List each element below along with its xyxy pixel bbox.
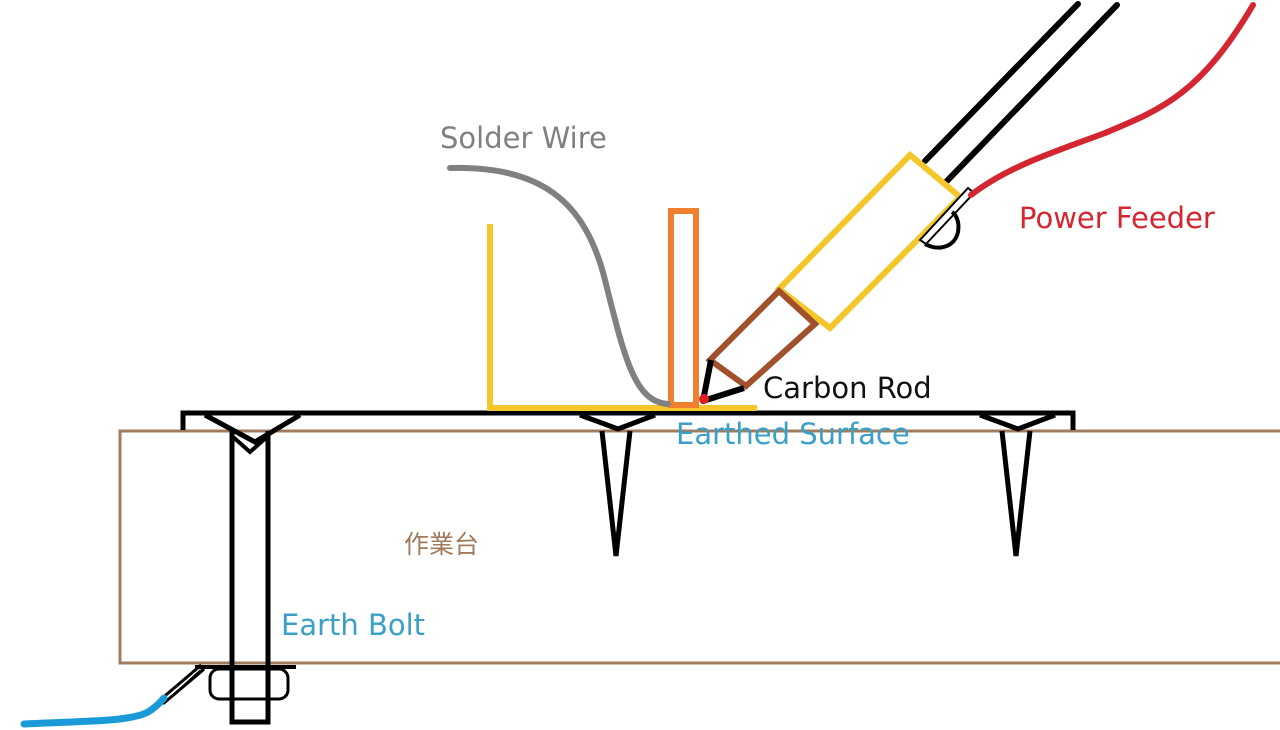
carbon-rod-label: Carbon Rod [763,371,932,405]
solder-wire [447,164,671,407]
contact-point [699,394,709,404]
holder-body [774,150,965,332]
ground-cable [20,694,168,728]
workbench [118,429,1280,665]
solder-wire-label: Solder Wire [440,121,607,155]
holder-cables [922,1,1120,186]
carbon-rod [705,286,820,390]
earth-bolt [195,431,296,725]
earth-bolt-label: Earth Bolt [281,608,426,642]
earthed-plate [180,410,1076,445]
plate-nails [599,430,1033,557]
workbench-label: 作業台 [404,530,480,559]
power-clip [918,186,976,250]
nail [599,430,633,557]
nail [999,430,1033,557]
power-feeder-label: Power Feeder [1019,201,1215,235]
workpiece-upright [668,208,699,408]
workpiece-l-bracket [487,224,757,411]
power-feeder-wire [968,2,1256,198]
earthed-surface-label: Earthed Surface [676,417,910,451]
